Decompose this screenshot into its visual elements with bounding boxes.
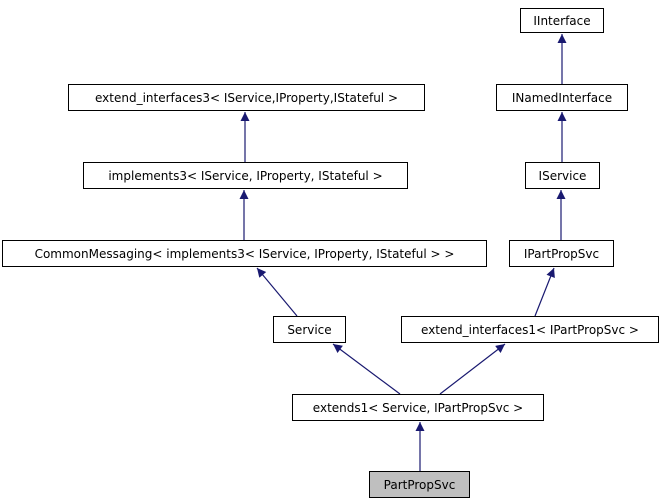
arrow-extends1-to-service (332, 343, 401, 395)
node-service[interactable]: Service (273, 316, 346, 343)
arrow-extends1-to-extintf1 (439, 343, 506, 395)
node-iservice[interactable]: IService (525, 162, 600, 189)
node-implements3[interactable]: implements3< IService, IProperty, IState… (83, 162, 408, 189)
node-ipartpropsvc[interactable]: IPartPropSvc (509, 240, 614, 267)
node-extend-interfaces1[interactable]: extend_interfaces1< IPartPropSvc > (401, 316, 659, 343)
arrow-service-to-commonmessaging (256, 267, 298, 317)
node-commonmessaging[interactable]: CommonMessaging< implements3< IService, … (2, 240, 487, 267)
node-extends1[interactable]: extends1< Service, IPartPropSvc > (292, 394, 544, 421)
arrow-extintf1-to-ipartpropsvc (534, 267, 555, 317)
node-iinterface[interactable]: IInterface (520, 8, 604, 33)
node-extend-interfaces3[interactable]: extend_interfaces3< IService,IProperty,I… (68, 84, 425, 111)
node-partpropsvc-current: PartPropSvc (369, 471, 470, 498)
node-inamedinterface[interactable]: INamedInterface (496, 84, 628, 111)
